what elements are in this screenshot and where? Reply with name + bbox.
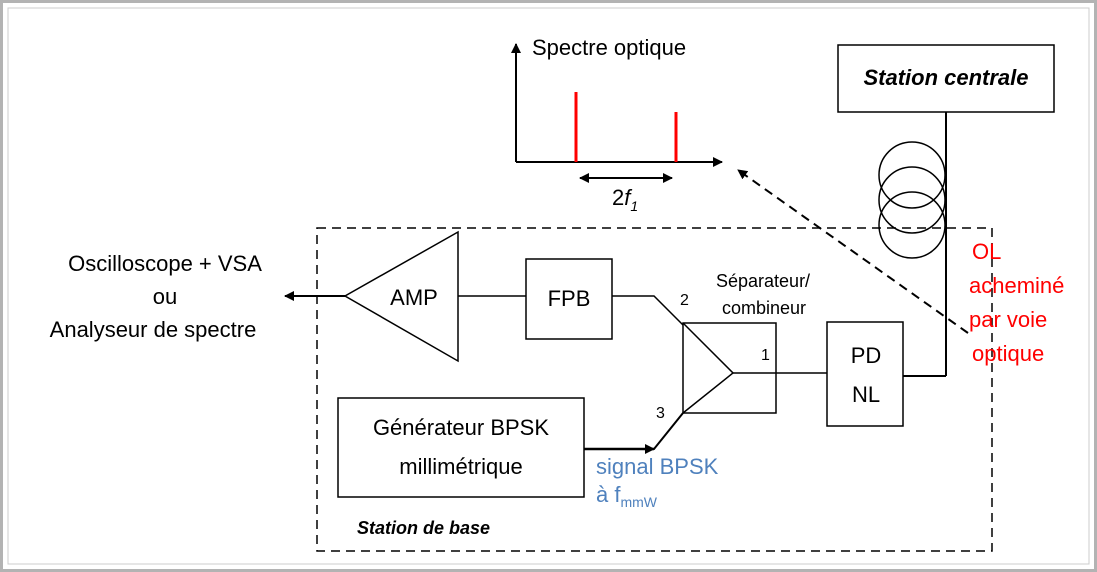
bpsk-generator-block bbox=[337, 397, 585, 498]
ol-note-line-4: optique bbox=[972, 341, 1044, 366]
base-station-label: Station de base bbox=[357, 518, 490, 538]
splitter-port-1: 1 bbox=[761, 347, 770, 364]
bpsk-generator-label-line-2: millimétrique bbox=[399, 454, 522, 479]
output-line-2: ou bbox=[153, 284, 177, 309]
base-station-frame bbox=[316, 227, 993, 552]
ol-note-line-3: par voie bbox=[969, 307, 1047, 332]
spacing-label: 2f1 bbox=[612, 185, 638, 214]
lowpass-filter-block bbox=[525, 258, 613, 340]
spectrum-title: Spectre optique bbox=[532, 35, 686, 60]
bpsk-generator-label-line-1: Générateur BPSK bbox=[373, 415, 549, 440]
photodiode-block bbox=[826, 321, 904, 427]
output-line-1: Oscilloscope + VSA bbox=[68, 251, 262, 276]
fiber-spool-coil-1 bbox=[878, 141, 946, 209]
bpsk-signal-label-line-1: signal BPSK bbox=[596, 454, 719, 479]
lowpass-filter-label: FPB bbox=[548, 286, 591, 311]
splitter-label-line-1: Séparateur/ bbox=[716, 271, 810, 291]
optical-spectrum-inset: Spectre optique 2f1 bbox=[511, 35, 723, 214]
fiber-spool-coil-2 bbox=[878, 166, 946, 234]
fpb-splitter-link bbox=[612, 295, 684, 326]
ol-note-line-1: OL bbox=[972, 239, 1001, 264]
photodiode-label-line-1: PD bbox=[851, 343, 882, 368]
photodiode-label-line-2: NL bbox=[852, 382, 880, 407]
generator-splitter-link bbox=[584, 412, 684, 450]
ol-note-line-2: acheminé bbox=[969, 273, 1064, 298]
splitter-label-line-2: combineur bbox=[722, 298, 806, 318]
splitter-port-3: 3 bbox=[656, 405, 665, 422]
outer-frame-inner bbox=[7, 7, 1090, 565]
spectrum-pointer-arrow bbox=[737, 169, 969, 334]
bpsk-signal-label-line-2: à fmmW bbox=[596, 482, 658, 510]
amplifier-label: AMP bbox=[390, 285, 438, 310]
fiber-spool-coil-3 bbox=[878, 191, 946, 259]
splitter-port-2: 2 bbox=[680, 292, 689, 309]
central-station-label: Station centrale bbox=[863, 65, 1028, 90]
output-line-3: Analyseur de spectre bbox=[50, 317, 257, 342]
